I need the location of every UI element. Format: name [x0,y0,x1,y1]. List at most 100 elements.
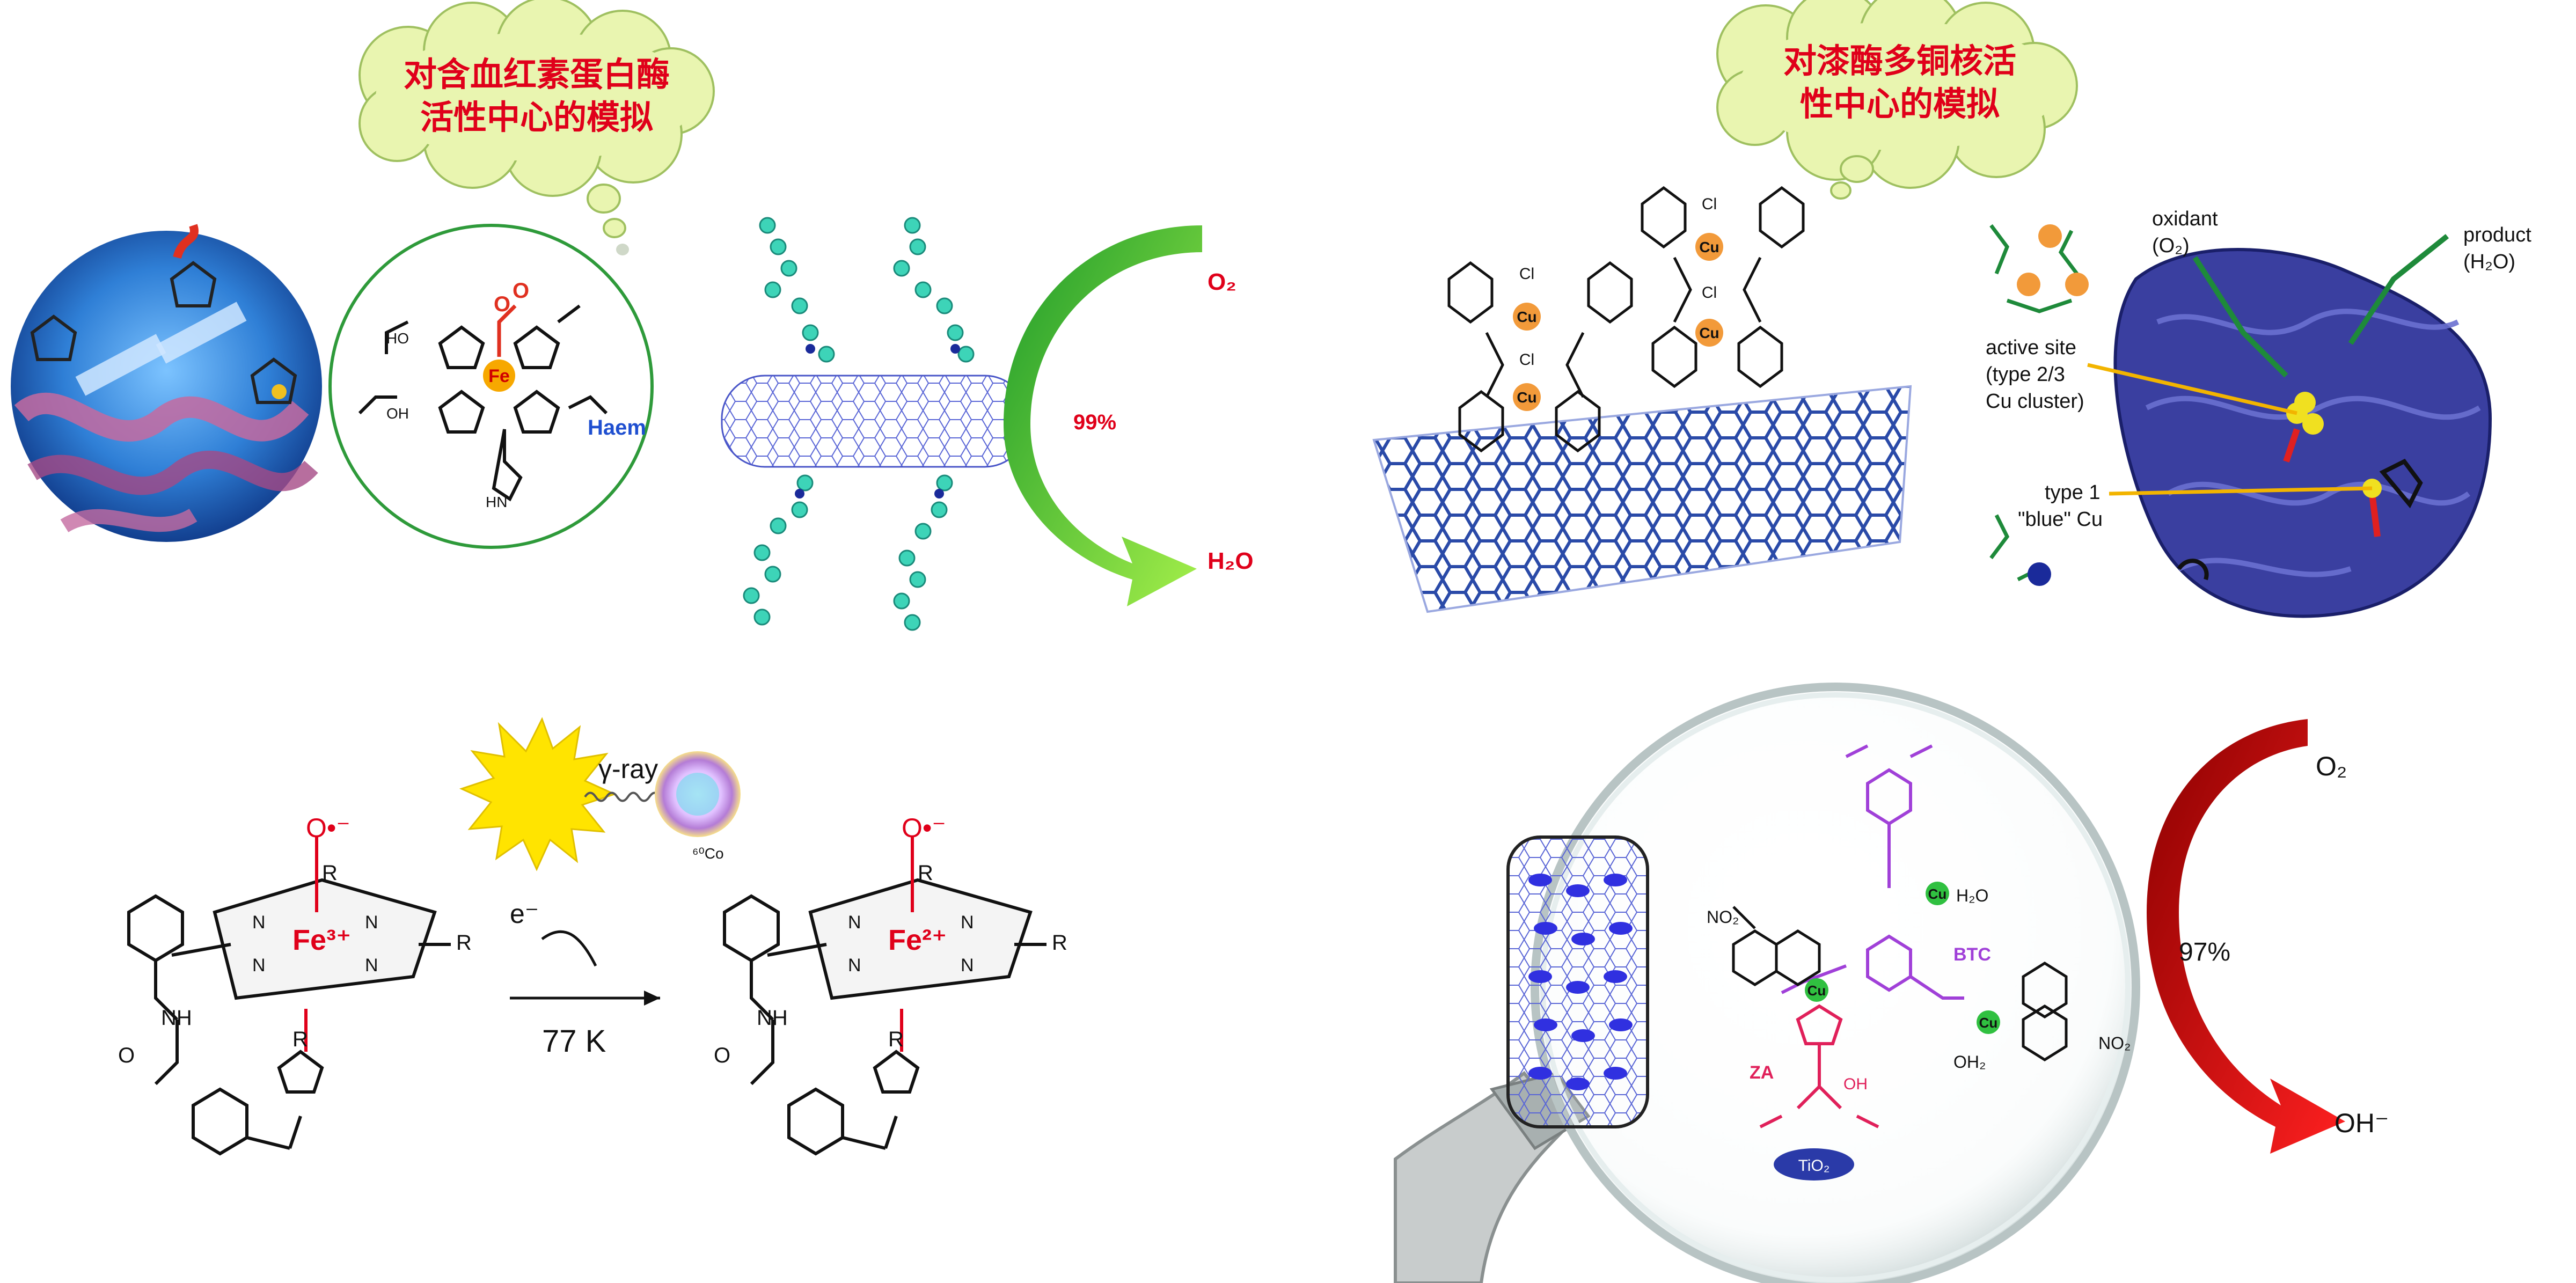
type1-label-2: "blue" Cu [2018,508,2103,531]
cu-mof-label-3: Cu [1979,1015,1998,1031]
cu-label-3: Cu [1699,239,1719,255]
product-label: product [2463,224,2531,246]
product-sub-label: (H₂O) [2463,251,2515,273]
fe2-label: Fe²⁺ [888,924,947,956]
porphyrin-cluster-3 [743,474,814,626]
temperature-label: 77 K [542,1024,606,1059]
adsorbed-molecules [1528,874,1633,1090]
n-label-3: N [252,955,266,976]
nh-label-1: NH [161,1006,192,1030]
oxidant-label: oxidant [2152,208,2218,230]
gamma-source: γ-ray ⁶⁰Co [459,717,741,871]
h2o-mof-label: H₂O [1956,886,1988,905]
cooh-label-1: HO [386,330,409,347]
cloud-text-haem-2: 活性中心的模拟 [420,98,653,137]
oh2-label: OH₂ [1953,1052,1986,1072]
haem-structure: Fe O O Haem HO OH HN [328,224,654,549]
o-label-2: O [714,1044,730,1067]
cl-label-2: Cl [1519,351,1534,369]
porphyrin-cluster-4 [893,474,953,631]
active-site-label-1: active site [1986,336,2076,359]
superoxide-label-2: O•⁻ [902,813,946,843]
r-label-1: R [322,861,338,885]
n-label-7: N [848,955,861,976]
r-label-5: R [1052,931,1067,955]
co60-label: ⁶⁰Co [692,845,724,862]
btc-label: BTC [1953,944,1991,965]
fe2-complex [723,837,1046,1156]
fe3-complex [127,837,451,1156]
laccase-labels: oxidant (O₂) product (H₂O) active site (… [1986,208,2531,531]
panel-fe-porphyrin: γ-ray ⁶⁰Co e⁻ 77 K Fe³⁺ O•⁻ [118,717,1067,1156]
o-label-1: O [118,1044,135,1067]
n-label-8: N [961,955,974,976]
copper-complexes [1447,186,1805,453]
cl-label-4: Cl [1702,284,1717,302]
n-label-4: N [365,955,378,976]
cooh-label-2: OH [386,405,409,422]
o2-label-mof: O₂ [2316,751,2347,781]
superoxide-label-1: O•⁻ [306,813,350,843]
yield-99: 99% [1073,410,1116,434]
cu-mof-label-2: Cu [1928,886,1947,902]
r-label-6: R [888,1028,904,1051]
no2-label-1: NO₂ [1707,907,1739,927]
nanotube-haem-conjugate [721,217,1029,631]
n-label-1: N [252,912,266,933]
cloud-text-laccase-1: 对漆酶多铜核活 [1783,41,2016,80]
graphene-sheet [1372,385,1912,613]
active-site-label-2: (type 2/3 [1986,363,2065,386]
r-label-2: R [456,931,472,955]
o-label-haem-1: O [494,292,510,316]
oh-minus-label: OH⁻ [2334,1108,2389,1138]
protein-sphere-image [11,224,322,542]
porphyrin-cluster-1 [759,217,835,363]
tio2-label: TiO₂ [1798,1157,1830,1175]
fe3-labels: Fe³⁺ O•⁻ R R R NH O N N N N [118,813,472,1067]
n-label-2: N [365,912,378,933]
cu-centers: Cu Cu Cu Cu Cl Cl Cl Cl [1513,195,1723,411]
green-reaction-arrow: O₂ H₂O 99% [1004,225,1254,606]
za-ligand [1759,1004,1879,1128]
mof-nanotube [1506,835,1649,1128]
panel-haem: 对含血红素蛋白酶 活性中心的模拟 Fe O O Haem HO OH HN [11,0,1254,631]
cu-label-2: Cu [1517,389,1536,406]
cu-label-1: Cu [1517,309,1536,325]
fe-label: Fe [488,366,510,386]
type1-label-1: type 1 [2045,481,2101,504]
fe3-label: Fe³⁺ [292,924,352,956]
phenanthroline-ligands [1732,906,2068,1061]
cu-label-4: Cu [1699,325,1719,341]
o2-label-haem: O₂ [1208,269,1236,295]
cloud-text-laccase-2: 性中心的模拟 [1800,84,2000,123]
panel-laccase: 对漆酶多铜核活 性中心的模拟 Cu Cu Cu [1372,0,2531,618]
cl-label-1: Cl [1519,265,1534,283]
r-label-4: R [918,861,933,885]
fe2-labels: Fe²⁺ O•⁻ R R R NH O N N N N [714,813,1067,1067]
yield-97: 97% [2179,938,2230,966]
reduction-arrow: e⁻ 77 K [510,899,660,1059]
o-label-haem-2: O [513,279,529,303]
electron-label: e⁻ [510,899,539,929]
laccase-protein [2113,234,2492,618]
za-label: ZA [1750,1062,1774,1083]
oh-label: OH [1843,1075,1868,1093]
red-reaction-arrow: O₂ OH⁻ 97% [2147,719,2389,1154]
gamma-ray-label: γ-ray [598,754,658,784]
mof-labels: BTC ZA NO₂ NO₂ H₂O OH₂ OH [1707,886,2131,1093]
r-label-3: R [292,1028,308,1051]
no2-label-2: NO₂ [2098,1033,2131,1053]
n-label-5: N [848,912,861,933]
imidazole-nh-label: HN [486,494,507,510]
n-label-6: N [961,912,974,933]
oxidant-sub-label: (O₂) [2152,234,2190,257]
porphyrin-cluster-2 [893,217,975,363]
thought-cloud-haem: 对含血红素蛋白酶 活性中心的模拟 [358,0,715,255]
cu-mof-centers: Cu Cu Cu [1805,882,2000,1034]
haem-label: Haem [588,416,646,439]
cu-mof-label-1: Cu [1807,983,1826,999]
active-site-label-3: Cu cluster) [1986,390,2084,413]
h2o-label-haem: H₂O [1208,548,1254,574]
thought-cloud-laccase: 对漆酶多铜核活 性中心的模拟 [1716,0,2078,200]
